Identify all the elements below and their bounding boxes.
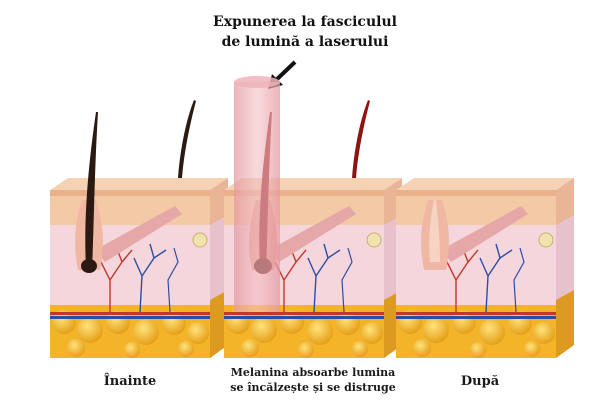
- caption-after: După: [460, 374, 500, 389]
- skin-block-after: [396, 178, 574, 358]
- caption-before: Înainte: [103, 374, 157, 389]
- skin-block-before: [50, 100, 228, 358]
- title-line-2: de lumină a laserului: [221, 34, 389, 50]
- laser-beam: [234, 76, 280, 312]
- title-line-1: Expunerea la fasciculul: [213, 14, 397, 30]
- caption-laser-line-1: Melanina absoarbe lumina: [230, 366, 396, 379]
- caption-laser-line-2: se încălzește și se distruge: [230, 381, 396, 394]
